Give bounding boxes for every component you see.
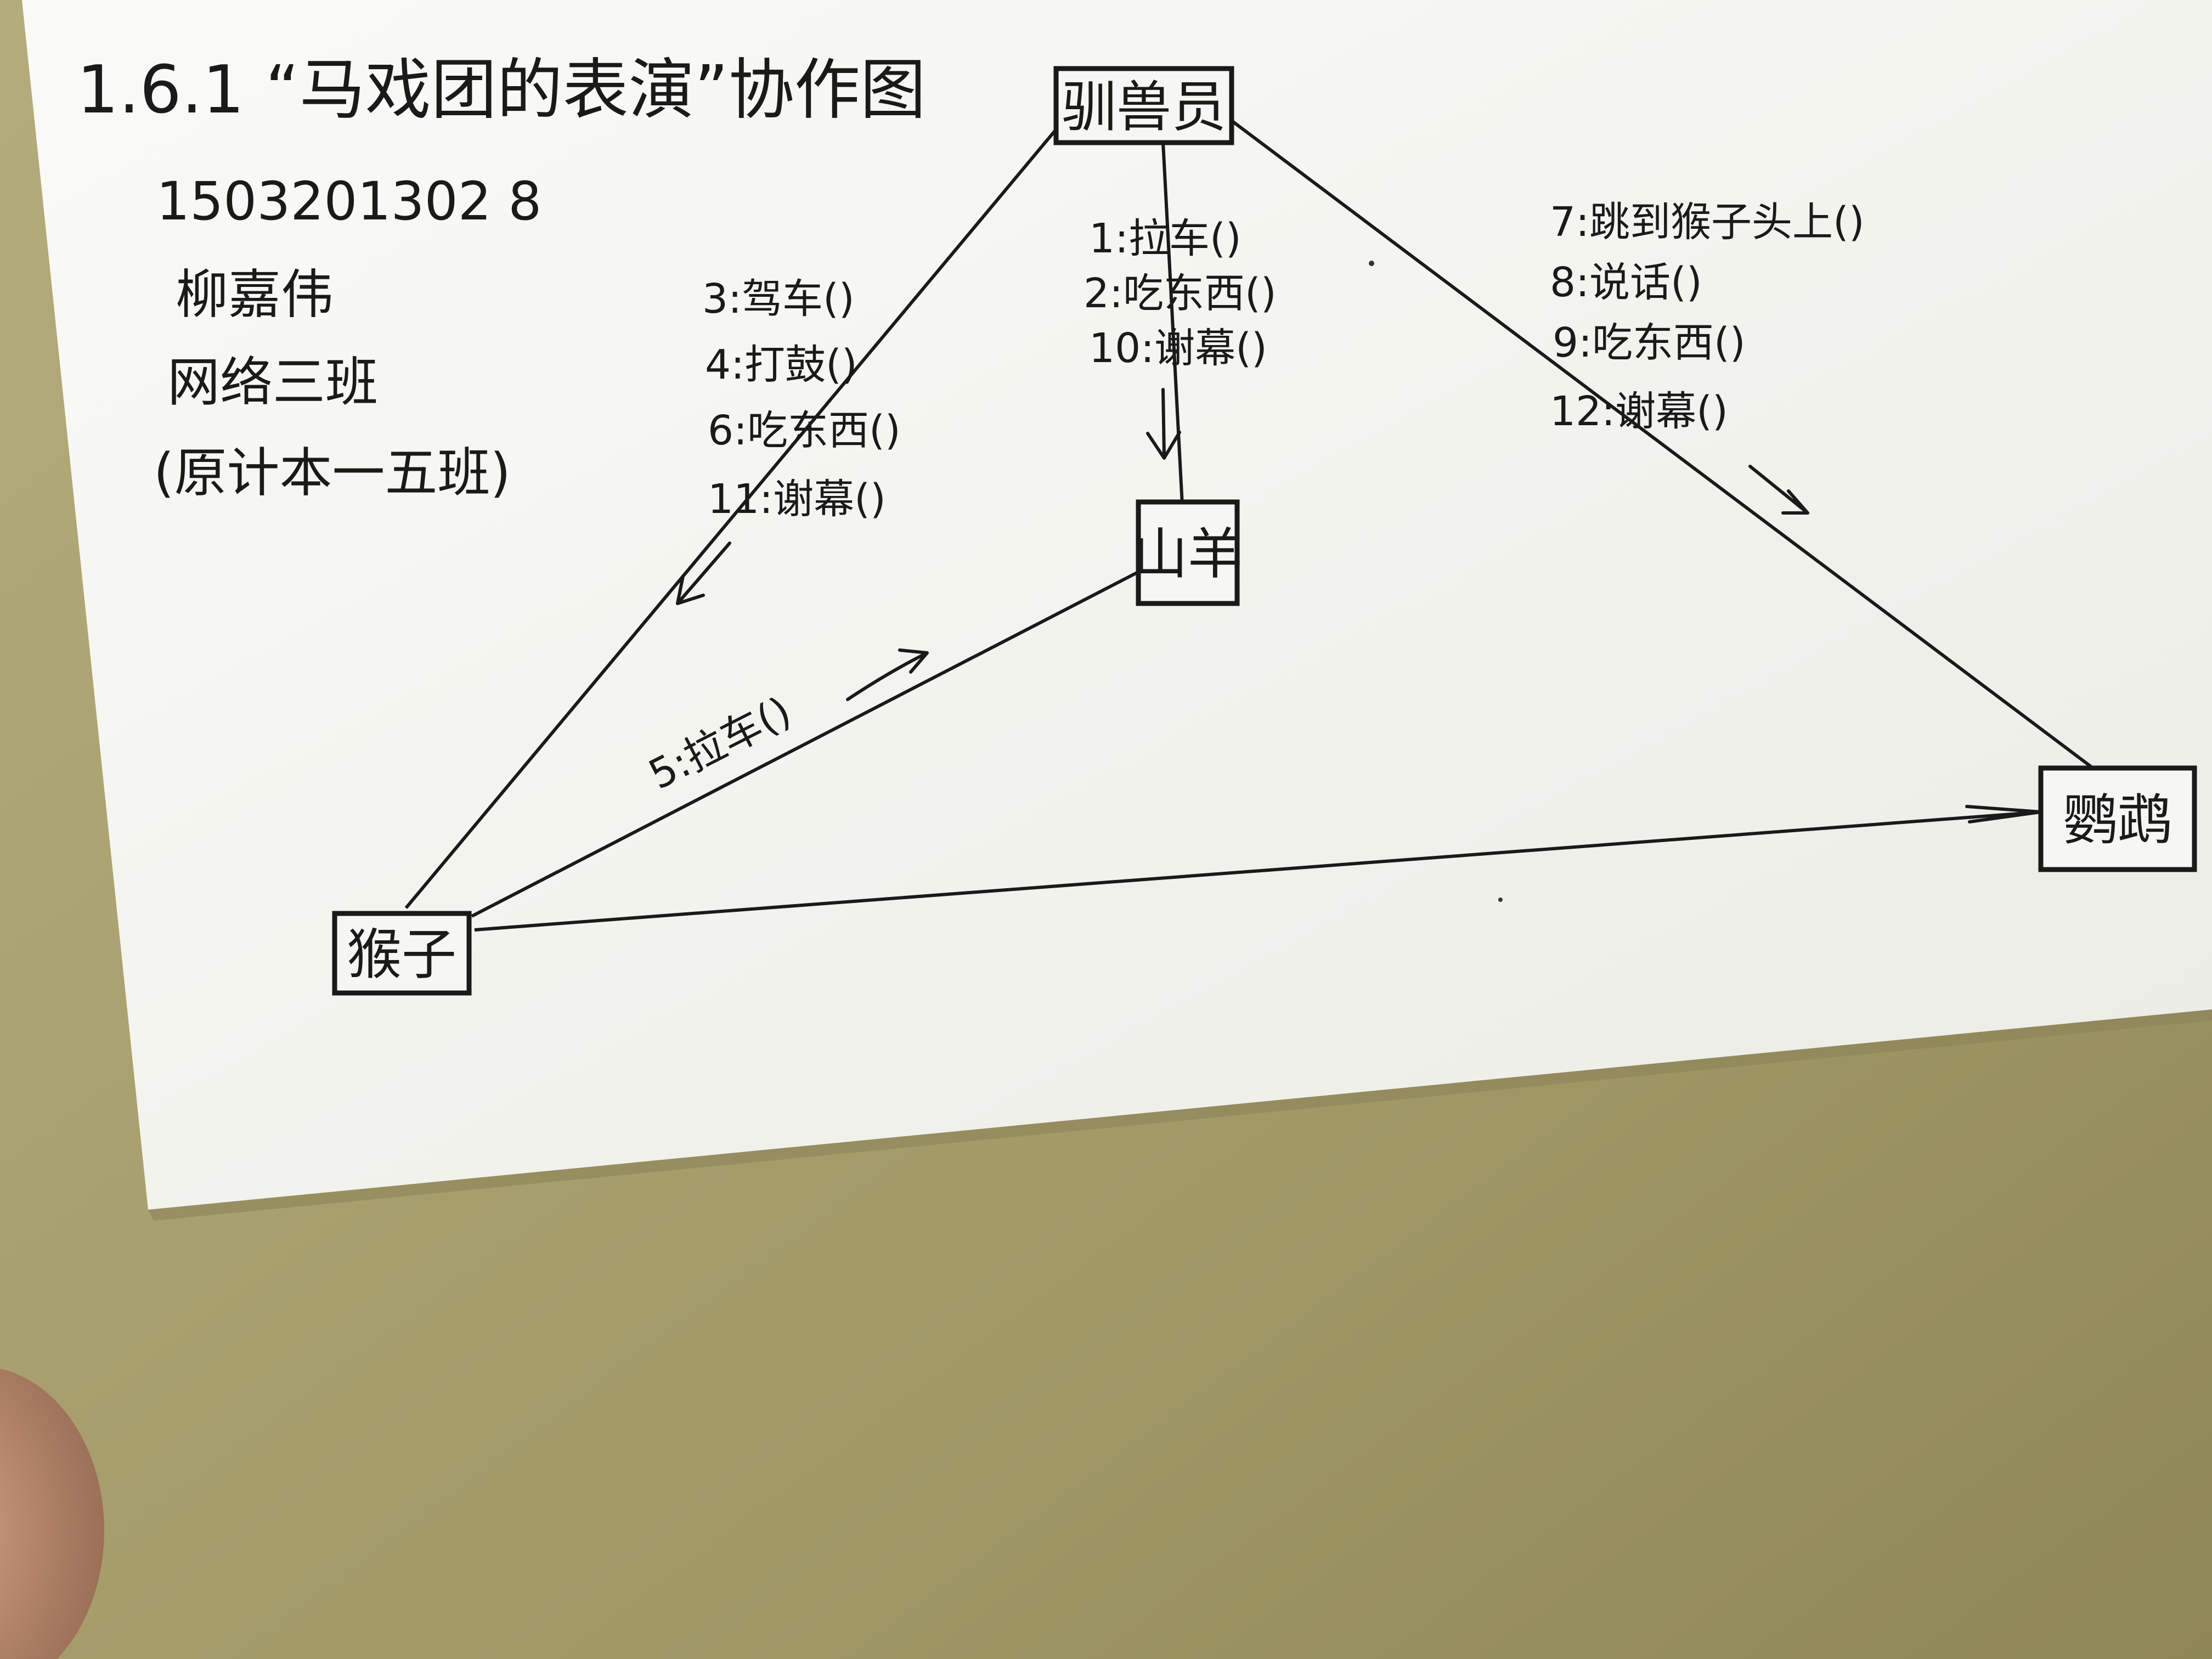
arrow-trainer-to-monkey bbox=[676, 541, 731, 605]
ink-dot bbox=[1498, 898, 1503, 902]
node-monkey: 猴子 bbox=[332, 911, 472, 996]
arrow-trainer-to-parrot bbox=[1748, 465, 1809, 515]
diagram-title: 1.6.1 “马戏团的表演”协作图 bbox=[77, 52, 926, 128]
link-trainer-goat bbox=[1161, 142, 1184, 505]
student-id: 1503201302 8 bbox=[156, 171, 541, 232]
message-label: 10:谢幕() bbox=[1089, 325, 1267, 372]
messages-trainer-monkey: 3:驾车() 4:打鼓() 6:吃东西() 11:谢幕() bbox=[702, 275, 901, 523]
message-label: 9:吃东西() bbox=[1553, 319, 1746, 366]
messages-trainer-parrot: 7:跳到猴子头上() 8:说话() 9:吃东西() 12:谢幕() bbox=[1550, 199, 1865, 435]
author-class: 网络三班 bbox=[167, 352, 378, 413]
arrow-trainer-to-goat bbox=[1146, 388, 1181, 460]
messages-trainer-goat: 1:拉车() 2:吃东西() 10:谢幕() bbox=[1084, 215, 1277, 372]
paper-sheet bbox=[22, 0, 2212, 1210]
node-trainer: 驯兽员 bbox=[1053, 66, 1234, 145]
link-trainer-monkey bbox=[404, 125, 1060, 909]
link-monkey-parrot bbox=[474, 810, 2041, 932]
message-label: 6:吃东西() bbox=[708, 407, 901, 454]
message-label: 8:说话() bbox=[1550, 259, 1702, 306]
ink-dot bbox=[1369, 261, 1374, 266]
finger bbox=[0, 1368, 104, 1659]
message-label: 2:吃东西() bbox=[1084, 270, 1277, 317]
author-note: (原计本一五班) bbox=[154, 442, 511, 504]
link-monkey-goat bbox=[471, 569, 1142, 918]
message-label: 4:打鼓() bbox=[705, 341, 857, 388]
paper-shadow bbox=[148, 1009, 2212, 1221]
message-label: 7:跳到猴子头上() bbox=[1550, 199, 1865, 246]
svg-text:山羊: 山羊 bbox=[1133, 522, 1243, 586]
message-label: 11:谢幕() bbox=[708, 476, 886, 523]
message-label: 3:驾车() bbox=[702, 275, 855, 323]
author-name: 柳嘉伟 bbox=[176, 264, 334, 325]
svg-text:猴子: 猴子 bbox=[347, 923, 456, 987]
node-goat: 山羊 bbox=[1133, 499, 1243, 606]
node-parrot: 鹦鹉 bbox=[2038, 765, 2197, 872]
svg-text:驯兽员: 驯兽员 bbox=[1062, 75, 1226, 139]
arrow-monkey-to-goat bbox=[846, 648, 929, 701]
link-trainer-parrot bbox=[1231, 119, 2094, 770]
message-label: 12:谢幕() bbox=[1550, 388, 1728, 435]
message-label: 1:拉车() bbox=[1089, 215, 1242, 262]
svg-text:鹦鹉: 鹦鹉 bbox=[2063, 788, 2172, 853]
